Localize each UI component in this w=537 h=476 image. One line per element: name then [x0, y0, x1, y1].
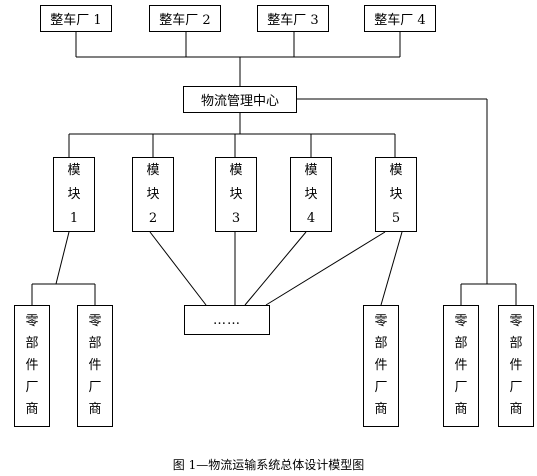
supplier-char: 件 — [88, 358, 102, 373]
plant-label: 整车厂 1 — [50, 13, 102, 28]
supplier-char: 部 — [509, 336, 523, 351]
supplier-char: 商 — [509, 402, 523, 417]
supplier-char: 厂 — [374, 380, 388, 395]
parts-supplier-4: 零 部 件 厂 商 — [443, 305, 479, 427]
supplier-char: 厂 — [454, 380, 468, 395]
vehicle-plant-4: 整车厂 4 — [364, 5, 436, 32]
supplier-char: 部 — [454, 336, 468, 351]
plant-label: 整车厂 3 — [267, 13, 319, 28]
module-char: 块 — [229, 186, 243, 202]
supplier-char: 件 — [25, 358, 39, 373]
module-char: 块 — [304, 186, 318, 202]
figure-caption: 图 1—物流运输系统总体设计模型图 — [172, 458, 365, 472]
supplier-char: 商 — [454, 402, 468, 417]
supplier-char: 厂 — [509, 380, 523, 395]
module-1: 模 块 1 — [53, 157, 95, 232]
supplier-char: 商 — [374, 402, 388, 417]
module-char: 块 — [67, 186, 81, 202]
module-char: 5 — [391, 210, 401, 226]
supplier-char: 部 — [25, 336, 39, 351]
module-char: 3 — [231, 210, 241, 226]
module-char: 模 — [304, 162, 318, 178]
supplier-char: 零 — [454, 314, 468, 329]
module-3: 模 块 3 — [215, 157, 257, 232]
vehicle-plant-1: 整车厂 1 — [40, 5, 112, 32]
module-5: 模 块 5 — [375, 157, 417, 232]
parts-supplier-5: 零 部 件 厂 商 — [498, 305, 534, 427]
supplier-char: 件 — [454, 358, 468, 373]
plant-label: 整车厂 2 — [159, 13, 211, 28]
supplier-char: 商 — [88, 402, 102, 417]
parts-supplier-3: 零 部 件 厂 商 — [363, 305, 399, 427]
module-char: 模 — [67, 162, 81, 178]
supplier-char: 零 — [509, 314, 523, 329]
supplier-char: 零 — [374, 314, 388, 329]
ellipsis-box: …… — [184, 305, 270, 335]
module-char: 块 — [146, 186, 160, 202]
module-char: 模 — [146, 162, 160, 178]
supplier-char: 商 — [25, 402, 39, 417]
module-char: 模 — [229, 162, 243, 178]
module-4: 模 块 4 — [290, 157, 332, 232]
supplier-char: 厂 — [25, 380, 39, 395]
supplier-char: 部 — [88, 336, 102, 351]
vehicle-plant-3: 整车厂 3 — [257, 5, 329, 32]
supplier-char: 件 — [509, 358, 523, 373]
module-char: 4 — [306, 210, 316, 226]
module-1-to-suppliers — [55, 231, 70, 285]
supplier-char: 部 — [374, 336, 388, 351]
module-2: 模 块 2 — [132, 157, 174, 232]
module-char: 2 — [148, 210, 158, 226]
module-char: 模 — [389, 162, 403, 178]
supplier-char: 厂 — [88, 380, 102, 395]
logistics-center-label: 物流管理中心 — [200, 94, 279, 109]
vehicle-plant-2: 整车厂 2 — [149, 5, 221, 32]
ellipsis-label: …… — [213, 312, 241, 328]
module-char: 1 — [69, 210, 79, 226]
parts-supplier-2: 零 部 件 厂 商 — [77, 305, 113, 427]
logistics-center: 物流管理中心 — [183, 86, 297, 113]
plant-label: 整车厂 4 — [374, 13, 426, 28]
module-char: 块 — [389, 186, 403, 202]
parts-supplier-1: 零 部 件 厂 商 — [14, 305, 50, 427]
supplier-char: 件 — [374, 358, 388, 373]
supplier-char: 零 — [88, 314, 102, 329]
supplier-char: 零 — [25, 314, 39, 329]
